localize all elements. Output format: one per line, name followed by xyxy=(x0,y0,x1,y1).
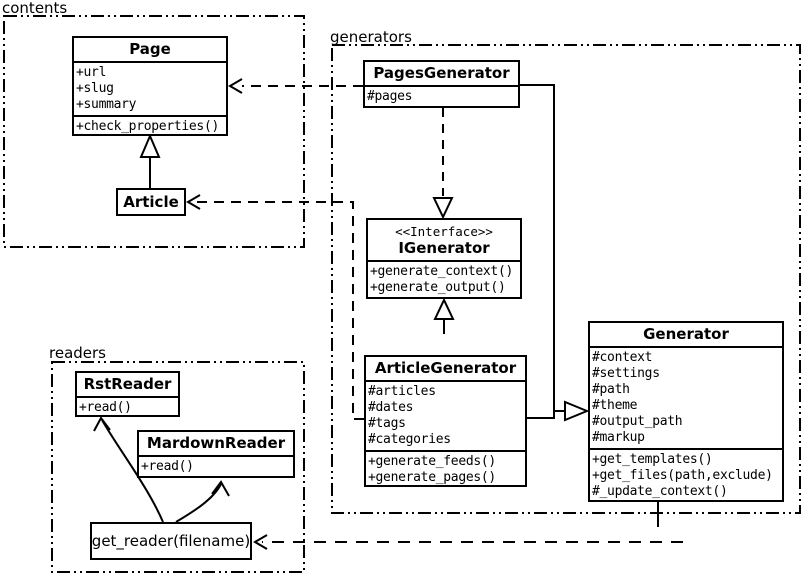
open-arrowhead-icon xyxy=(211,480,230,497)
attribute-line: +summary xyxy=(76,97,137,112)
class-article: Article xyxy=(116,188,186,216)
attribute-line: #settings xyxy=(592,366,660,381)
hollow-triangle-icon xyxy=(433,297,455,320)
methods-compartment: +read() xyxy=(77,396,178,415)
class-title: RstReader xyxy=(83,375,172,393)
class-title: PagesGenerator xyxy=(373,64,510,82)
methods-compartment: +read() xyxy=(139,455,293,476)
attributes-compartment: #pages xyxy=(365,85,518,106)
class-title: IGenerator xyxy=(398,239,490,257)
class-generator: Generator #context #settings #path #them… xyxy=(588,321,784,502)
method-line: +generate_output() xyxy=(370,280,506,295)
hollow-triangle-icon xyxy=(432,197,454,220)
attribute-line: #context xyxy=(592,350,653,365)
attribute-line: +url xyxy=(76,65,107,80)
attributes-compartment: #articles #dates #tags #categories xyxy=(366,380,525,450)
edge-pagesgenerator-extends-generator xyxy=(520,84,564,412)
attribute-line: #path xyxy=(592,382,630,397)
attribute-line: #output_path xyxy=(592,414,683,429)
edge-getreader-to-rstreader xyxy=(101,419,164,523)
class-title: Generator xyxy=(643,325,729,343)
attribute-line: #dates xyxy=(368,400,414,415)
method-line: +read() xyxy=(141,459,194,474)
open-arrowhead-icon xyxy=(186,194,201,210)
attribute-line: #tags xyxy=(368,416,406,431)
method-line: +check_properties() xyxy=(76,119,220,134)
method-line: +read() xyxy=(79,400,132,415)
attribute-line: #markup xyxy=(592,430,645,445)
interface-igenerator: <<Interface>> IGenerator +generate_conte… xyxy=(366,218,522,299)
class-mardownreader: MardownReader +read() xyxy=(137,430,295,478)
class-articlegenerator: ArticleGenerator #articles #dates #tags … xyxy=(364,355,527,487)
class-pagesgenerator: PagesGenerator #pages xyxy=(363,60,520,108)
edge-getreader-to-mardownreader xyxy=(175,483,222,523)
methods-compartment: +generate_feeds() +generate_pages() xyxy=(366,450,525,485)
method-line: +generate_pages() xyxy=(368,470,496,485)
method-line: +generate_context() xyxy=(370,264,514,279)
methods-compartment: +generate_context() +generate_output() xyxy=(368,260,520,297)
package-readers-border xyxy=(51,361,305,573)
hollow-triangle-icon xyxy=(139,133,161,158)
node-get-reader: get_reader(filename) xyxy=(90,522,252,560)
class-title: ArticleGenerator xyxy=(374,359,517,377)
open-arrowhead-icon xyxy=(253,534,268,550)
open-arrowhead-icon xyxy=(228,78,243,94)
attribute-line: #theme xyxy=(592,398,638,413)
edge-articlegenerator-uses-article xyxy=(195,201,364,420)
open-arrowhead-icon xyxy=(93,416,111,432)
hollow-triangle-icon xyxy=(564,400,590,422)
class-page: Page +url +slug +summary +check_properti… xyxy=(72,36,228,136)
package-label-readers: readers xyxy=(49,344,106,362)
edge-articlegenerator-extends-generator xyxy=(527,411,555,419)
package-generators-border xyxy=(331,44,801,514)
node-label: get_reader(filename) xyxy=(91,532,251,550)
package-contents-border xyxy=(3,15,305,248)
method-line: #_update_context() xyxy=(592,484,728,499)
class-rstreader: RstReader +read() xyxy=(75,371,180,417)
attribute-line: #pages xyxy=(367,89,413,104)
class-title: MardownReader xyxy=(146,434,286,452)
attributes-compartment: #context #settings #path #theme #output_… xyxy=(590,346,782,448)
method-line: +generate_feeds() xyxy=(368,454,496,469)
attributes-compartment: +url +slug +summary xyxy=(74,61,226,115)
method-line: +get_templates() xyxy=(592,452,713,467)
attribute-line: +slug xyxy=(76,81,114,96)
package-label-generators: generators xyxy=(330,28,412,46)
methods-compartment: +check_properties() xyxy=(74,115,226,134)
class-title: Article xyxy=(123,193,179,211)
methods-compartment: +get_templates() +get_files(path,exclude… xyxy=(590,448,782,500)
class-title: Page xyxy=(129,40,171,58)
attribute-line: #categories xyxy=(368,432,451,447)
attribute-line: #articles xyxy=(368,384,436,399)
package-label-contents: contents xyxy=(2,0,68,17)
method-line: +get_files(path,exclude) xyxy=(592,468,773,483)
interface-stereotype: <<Interface>> xyxy=(395,224,493,239)
